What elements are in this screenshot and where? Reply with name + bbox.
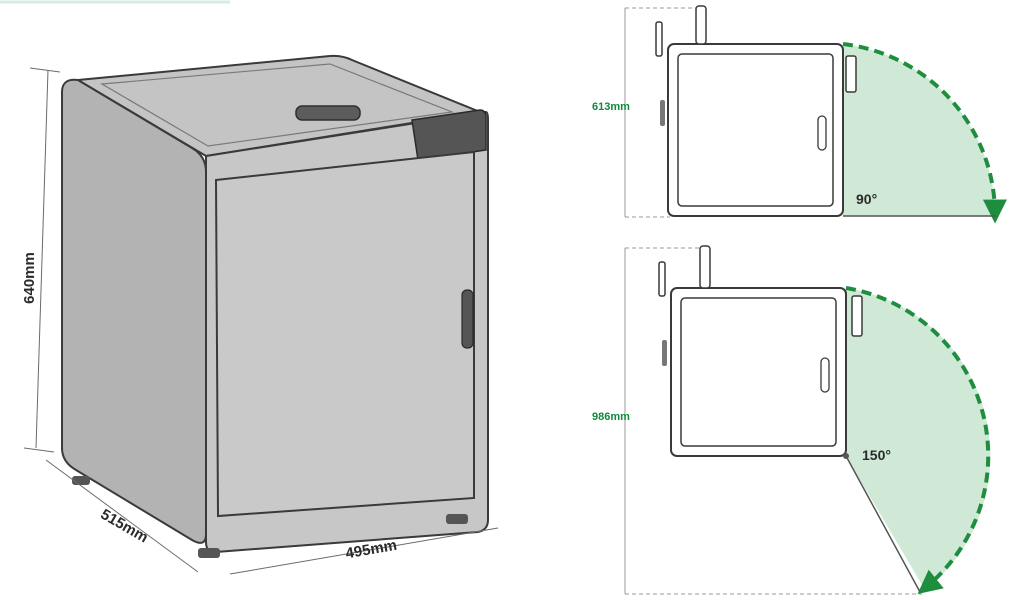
door-swing-arc-150 — [845, 286, 991, 595]
depth-label: 515mm — [98, 506, 151, 547]
cabinet-illustration — [61, 54, 489, 558]
control-panel — [411, 109, 487, 161]
top-view-90: 613mm 90° — [592, 5, 1007, 224]
door-swing-area-90 — [843, 44, 996, 216]
cabinet-side — [61, 78, 207, 544]
door-handle — [461, 289, 474, 349]
door-angle-90: 90° — [856, 191, 877, 207]
top-view-handle-90 — [817, 115, 827, 151]
top-view-150: 986mm 150° — [592, 245, 991, 595]
clearance-depth-90: 613mm — [592, 101, 630, 113]
foot-left-front — [198, 548, 220, 558]
door-swing-arc-90 — [842, 42, 1007, 224]
top-handle — [295, 105, 361, 121]
top-view-cabinet-150 — [670, 287, 847, 457]
foot-left-back — [72, 476, 90, 485]
foot-right-front — [446, 514, 468, 524]
cabinet-door — [214, 150, 475, 518]
top-view-cabinet-90 — [667, 43, 844, 217]
height-label: 640mm — [21, 252, 38, 304]
height-dimension: 640mm — [21, 67, 61, 453]
cabinet-top-rim — [100, 63, 455, 147]
door-swing-area-150 — [846, 288, 991, 590]
clearance-depth-150: 986mm — [592, 411, 630, 423]
cabinet-top — [74, 54, 484, 158]
door-angle-150: 150° — [862, 447, 891, 463]
top-view-handle-150 — [820, 357, 830, 393]
